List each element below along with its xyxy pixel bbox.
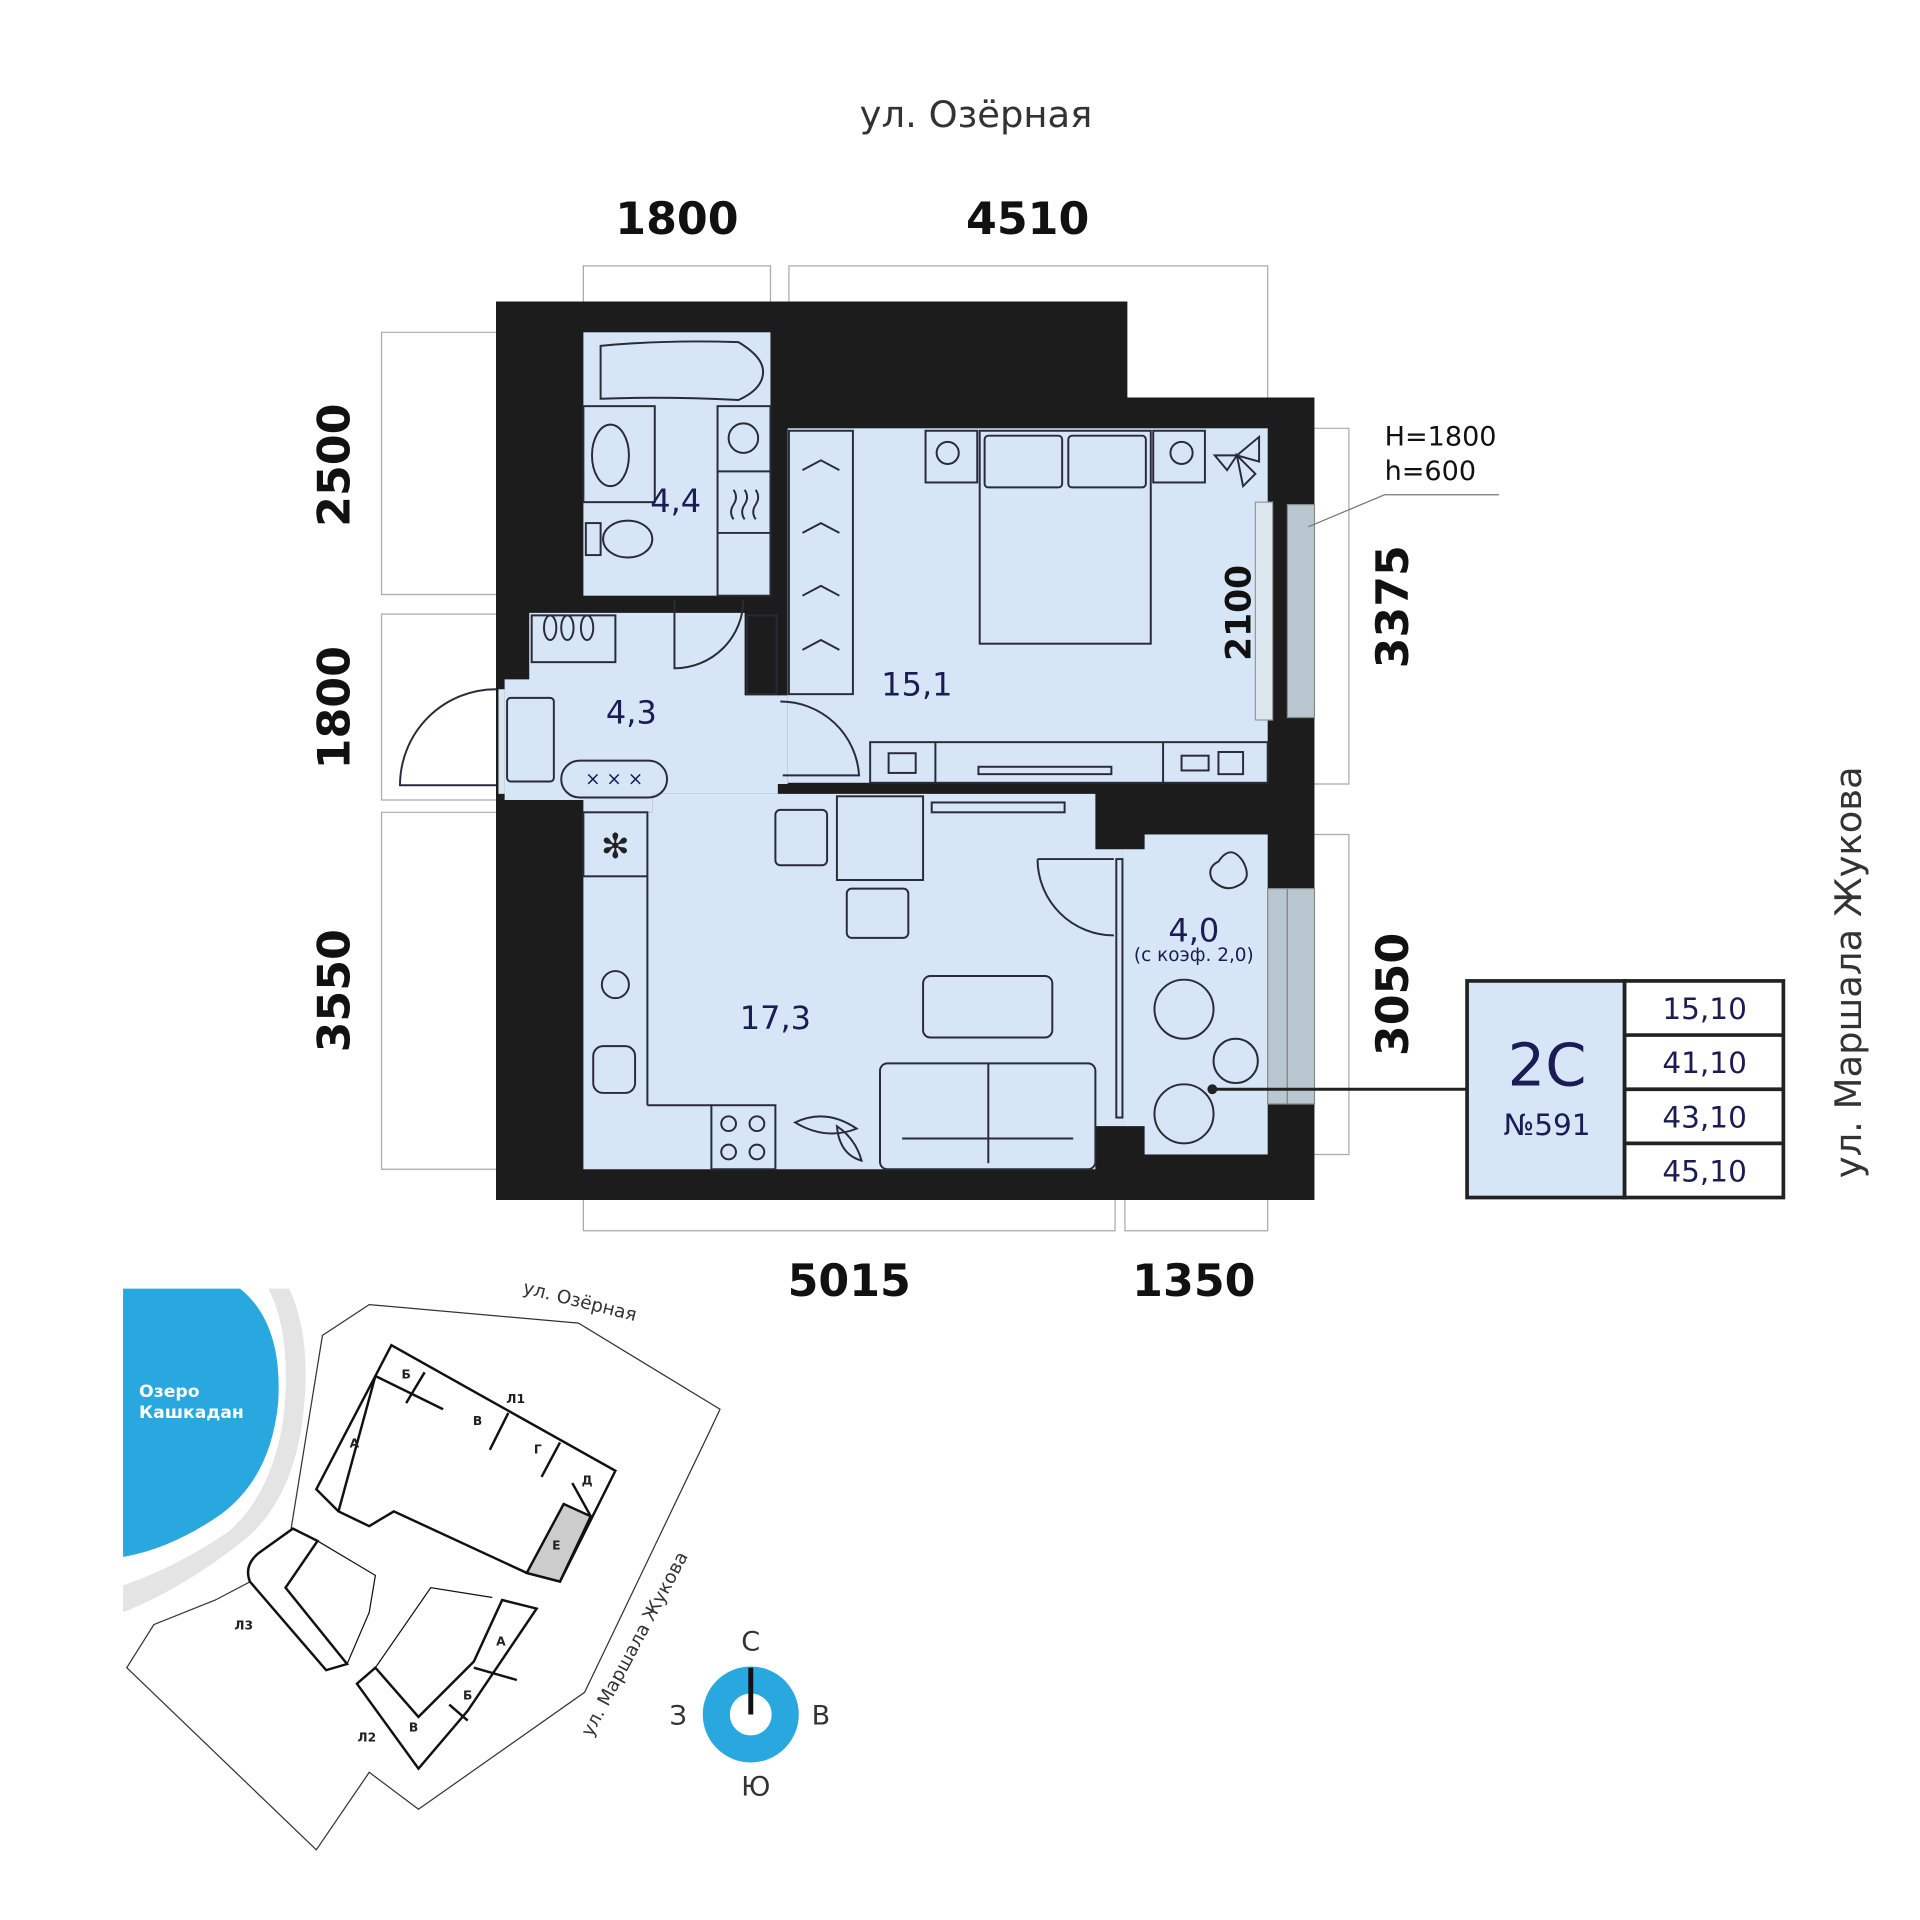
- book-icon: [887, 752, 917, 774]
- plant-icon: [1212, 434, 1261, 489]
- dishwasher-icon: [600, 970, 630, 1000]
- dimension-right-2: 3050: [1368, 933, 1419, 1056]
- fridge-icon: ✻: [601, 828, 630, 866]
- area-hall: 4,3: [606, 694, 657, 732]
- washing-machine-icon: [727, 422, 760, 454]
- ottoman-icon: [560, 759, 669, 799]
- plant-icon: [1209, 851, 1248, 890]
- desk-icon: [835, 795, 925, 881]
- area-value-1: 15,10: [1662, 992, 1747, 1026]
- section-label: А: [350, 1436, 360, 1450]
- area-value-3: 43,10: [1662, 1100, 1747, 1134]
- lake-label-2: Кашкадан: [139, 1403, 244, 1423]
- room-living-kitchen: [583, 793, 1123, 1170]
- heater-icon: [730, 489, 760, 520]
- door-icon: [673, 599, 745, 670]
- bed-icon: [978, 429, 1152, 645]
- tv-stand-icon: [930, 801, 1066, 814]
- balcony-door-opening: [1122, 849, 1148, 1127]
- shoes-icon: [543, 614, 595, 641]
- site-street-top: ул. Озёрная: [521, 1277, 639, 1326]
- street-label-top: ул. Озёрная: [860, 93, 1093, 136]
- room-bedroom: [787, 428, 1268, 783]
- compass-east: В: [812, 1700, 831, 1731]
- building-label-l2: Л2: [357, 1731, 376, 1745]
- entrance-door-icon: [399, 688, 497, 787]
- area-bedroom: 15,1: [881, 665, 952, 703]
- compass: С Ю З В: [669, 1626, 830, 1802]
- door-icon: [1036, 858, 1114, 937]
- room-balcony: [1144, 834, 1268, 1155]
- area-living-kitchen: 17,3: [740, 999, 811, 1037]
- toilet-icon: [602, 519, 654, 559]
- section-label: А: [496, 1635, 506, 1649]
- dimension-guides: [380, 265, 1350, 1232]
- building-label-l1: Л1: [506, 1392, 525, 1406]
- apartment-info-box: 2С №591 15,10 41,10 43,10 45,10: [1465, 979, 1786, 1200]
- chair-icon: [774, 808, 829, 867]
- dimension-top-1: 1800: [615, 194, 738, 245]
- window-height-label: H=1800: [1385, 422, 1497, 453]
- room-bathroom: [583, 332, 771, 596]
- tv-icon: [977, 765, 1113, 776]
- armchair-icon: [1153, 978, 1215, 1040]
- area-balcony: 4,0: [1168, 912, 1219, 950]
- building-label-l3: Л3: [234, 1619, 253, 1633]
- chair-icon: [845, 887, 910, 939]
- coffee-table-icon: [922, 975, 1054, 1039]
- plant-icon: [793, 1115, 863, 1163]
- dimension-left-2: 1800: [310, 646, 361, 769]
- site-boundary: [125, 1303, 721, 1851]
- window-sill-label: h=600: [1385, 456, 1476, 487]
- area-value-2: 41,10: [1662, 1046, 1747, 1080]
- section-label: Б: [401, 1367, 410, 1381]
- window-note-leader: [1308, 494, 1500, 528]
- section-label: В: [473, 1414, 482, 1428]
- building-l2: [355, 1598, 539, 1771]
- bathtub-icon: [599, 340, 765, 401]
- section-label: В: [409, 1721, 418, 1735]
- dimension-bottom-2: 1350: [1132, 1256, 1255, 1307]
- section-label: Е: [552, 1539, 560, 1553]
- building-l1: [314, 1343, 618, 1583]
- apartment-number: №591: [1504, 1108, 1591, 1142]
- windows: [498, 501, 1316, 1105]
- apartment-type: 2С: [1508, 1031, 1587, 1100]
- section-highlighted: [524, 1502, 593, 1583]
- building-l3: [246, 1527, 350, 1672]
- dimension-inner: 2100: [1219, 565, 1259, 661]
- kitchen-sink-icon: [592, 1045, 637, 1094]
- compass-west: З: [669, 1700, 686, 1731]
- furniture: × × × ✻: [399, 340, 1269, 1171]
- balcony-coefficient-note: (с коэф. 2,0): [1134, 945, 1254, 966]
- stove-icon: [710, 1104, 777, 1171]
- lamp-icon: [935, 440, 960, 465]
- section-label: Б: [463, 1689, 472, 1703]
- area-value-4: 45,10: [1662, 1155, 1747, 1189]
- section-label: Г: [534, 1443, 542, 1457]
- dimension-bottom-1: 5015: [788, 1256, 911, 1307]
- street-label-right: ул. Маршала Жукова: [1827, 766, 1870, 1178]
- compass-north: С: [741, 1626, 760, 1657]
- site-plan: Озеро Кашкадан Б Л1 В Г Д Е А Л3 А Б В Л…: [123, 1277, 721, 1851]
- area-bathroom: 4,4: [650, 482, 701, 520]
- svg-text:× × ×: × × ×: [585, 769, 643, 790]
- door-icon: [780, 700, 861, 777]
- section-label: Д: [582, 1473, 593, 1487]
- dimension-left-3: 3550: [310, 929, 361, 1052]
- apartment-leader-dot: [1207, 1084, 1218, 1095]
- dimension-left-1: 2500: [310, 404, 361, 527]
- hanger-icon: [801, 459, 840, 651]
- sink-icon: [591, 423, 630, 488]
- lamp-icon: [1169, 440, 1194, 465]
- dimension-right-1: 3375: [1368, 545, 1419, 668]
- lake: [123, 1288, 279, 1557]
- lake-label-1: Озеро: [139, 1382, 200, 1402]
- dimension-top-2: 4510: [966, 194, 1089, 245]
- round-table-icon: [1212, 1037, 1259, 1085]
- compass-south: Ю: [741, 1772, 770, 1803]
- armchair-icon: [1153, 1083, 1215, 1145]
